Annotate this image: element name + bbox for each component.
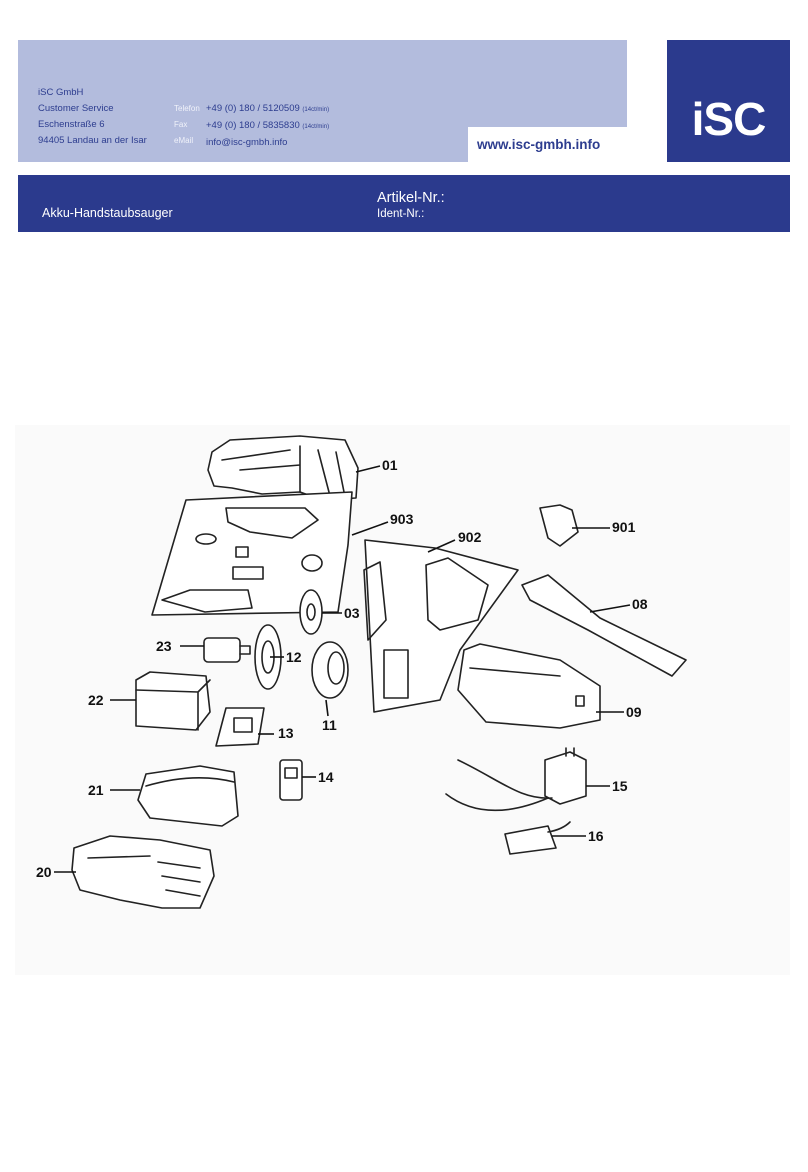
leader-line-08 — [589, 604, 631, 613]
fax-number: +49 (0) 180 / 5835830 — [206, 120, 300, 131]
part-label-11: 11 — [322, 717, 337, 733]
part-20-handle-housing — [71, 835, 215, 909]
email-address: info@isc-gmbh.info — [206, 137, 288, 148]
part-11-fan-cover — [311, 641, 349, 699]
part-23-motor — [203, 637, 251, 663]
contact-values: +49 (0) 180 / 5120509 (14ct/min) +49 (0)… — [206, 85, 329, 151]
company-street: Eschenstraße 6 — [38, 119, 105, 130]
part-label-903: 903 — [390, 511, 414, 527]
part-label-16: 16 — [588, 828, 604, 844]
product-name: Akku-Handstaubsauger — [42, 206, 173, 220]
product-title-bar: Akku-Handstaubsauger Artikel-Nr.: Ident-… — [18, 175, 790, 232]
leader-line-11 — [325, 699, 329, 717]
leader-line-903 — [351, 521, 389, 536]
phone-rate: (14ct/min) — [302, 107, 330, 113]
phone-number: +49 (0) 180 / 5120509 — [206, 103, 300, 114]
phone-label: Telefon — [174, 104, 200, 113]
fax-rate: (14ct/min) — [302, 124, 330, 130]
leader-line-902 — [427, 539, 456, 553]
company-address-block: iSC GmbH Customer Service Eschenstraße 6… — [38, 85, 147, 149]
logo-text: iSC — [691, 93, 767, 145]
part-label-21: 21 — [88, 782, 104, 798]
part-label-12: 12 — [286, 649, 302, 665]
website-link[interactable]: www.isc-gmbh.info — [477, 137, 601, 152]
company-department: Customer Service — [38, 103, 114, 114]
part-label-08: 08 — [632, 596, 648, 612]
part-label-15: 15 — [612, 778, 628, 794]
part-14-switch — [279, 759, 303, 801]
part-903-switch-assembly — [151, 491, 353, 616]
part-21-base-housing — [137, 765, 239, 827]
part-09-dust-container — [457, 643, 601, 729]
email-label: eMail — [174, 136, 194, 145]
part-label-13: 13 — [278, 725, 294, 741]
part-13-bracket — [215, 707, 265, 747]
part-15-charger — [445, 747, 587, 812]
part-label-20: 20 — [36, 864, 52, 880]
part-label-03: 03 — [344, 605, 360, 621]
part-label-01: 01 — [382, 457, 398, 473]
part-902-filter-assembly — [363, 539, 519, 713]
company-city: 94405 Landau an der Isar — [38, 135, 147, 146]
contact-labels: Telefon Fax eMail — [174, 85, 200, 149]
fax-row: +49 (0) 180 / 5835830 (14ct/min) — [206, 118, 329, 135]
part-16-car-adapter — [504, 821, 571, 855]
part-label-901: 901 — [612, 519, 636, 535]
part-label-22: 22 — [88, 692, 104, 708]
part-22-battery-pack — [135, 671, 211, 731]
ident-number-label: Ident-Nr.: — [377, 208, 425, 220]
part-03-fan — [299, 589, 323, 635]
part-901-filter — [539, 504, 579, 547]
website-box: www.isc-gmbh.info — [468, 127, 627, 162]
part-label-09: 09 — [626, 704, 642, 720]
contact-header-band: iSC GmbH Customer Service Eschenstraße 6… — [18, 40, 627, 162]
part-label-14: 14 — [318, 769, 334, 785]
article-number-label: Artikel-Nr.: — [377, 190, 445, 206]
phone-row: +49 (0) 180 / 5120509 (14ct/min) — [206, 101, 329, 118]
isc-logo: iSC — [667, 40, 790, 162]
fax-label: Fax — [174, 120, 188, 129]
part-label-902: 902 — [458, 529, 482, 545]
part-08-crevice-nozzle — [521, 574, 687, 677]
leader-line-01 — [355, 465, 381, 473]
company-name: iSC GmbH — [38, 87, 84, 98]
part-label-23: 23 — [156, 638, 172, 654]
